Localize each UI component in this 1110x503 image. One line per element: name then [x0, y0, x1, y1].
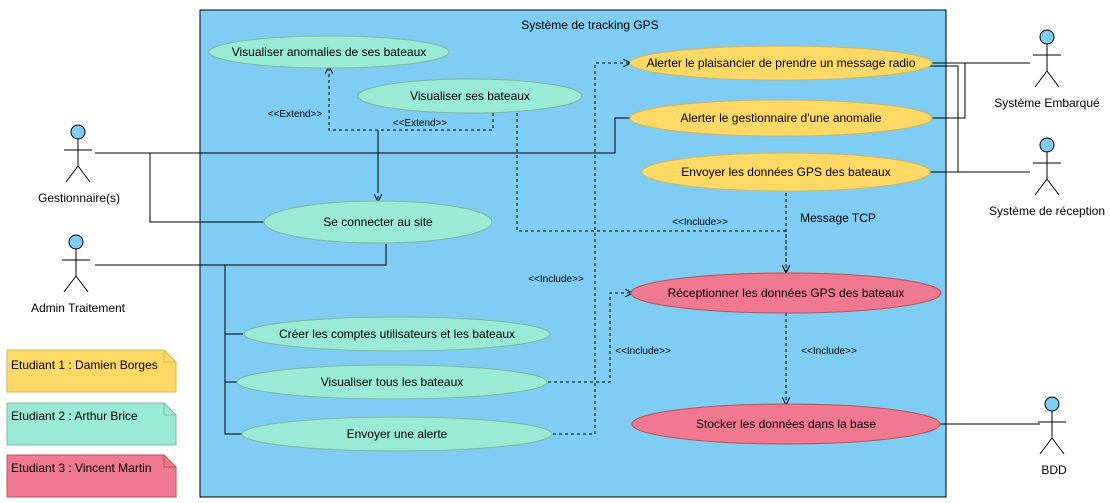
- svg-text:Visualiser anomalies de ses ba: Visualiser anomalies de ses bateaux: [232, 45, 427, 59]
- svg-text:Réceptionner les données GPS d: Réceptionner les données GPS des bateaux: [668, 286, 905, 300]
- actor-gestionnaire[interactable]: [64, 124, 92, 183]
- usecase-receptionner[interactable]: Réceptionner les données GPS des bateaux: [630, 272, 942, 314]
- actor-reception[interactable]: [1033, 137, 1061, 196]
- svg-text:Visualiser ses bateaux: Visualiser ses bateaux: [410, 89, 530, 103]
- svg-text:Etudiant 3 : Vincent Martin: Etudiant 3 : Vincent Martin: [11, 461, 152, 475]
- system-title: Système de tracking GPS: [521, 18, 658, 32]
- actor-bdd[interactable]: [1038, 396, 1066, 455]
- usecase-envoyer-gps[interactable]: Envoyer les données GPS des bateaux: [641, 152, 931, 192]
- include-tous-recep: [548, 293, 632, 383]
- usecase-alerter-plaisancier[interactable]: Alerter le plaisancier de prendre un mes…: [629, 45, 933, 81]
- usecase-creer[interactable]: Créer les comptes utilisateurs et les ba…: [243, 316, 551, 352]
- associations: [95, 62, 1040, 435]
- actor-admin[interactable]: [62, 234, 90, 293]
- extend-label-1: <<Extend>>: [268, 109, 323, 120]
- message-tcp-label: Message TCP: [800, 211, 876, 225]
- assoc-admin-trunk: [95, 264, 243, 435]
- extend-label-2: <<Extend>>: [393, 118, 448, 129]
- actor-embarque[interactable]: [1033, 29, 1061, 88]
- svg-text:Créer les comptes utilisateurs: Créer les comptes utilisateurs et les ba…: [279, 327, 515, 341]
- actor-bdd-label: BDD: [1041, 463, 1067, 477]
- legend-note-1: Etudiant 1 : Damien Borges: [6, 349, 177, 393]
- svg-text:Stocker les données dans la ba: Stocker les données dans la base: [696, 417, 876, 431]
- actor-admin-label: Admin Traitement: [31, 301, 126, 315]
- svg-text:Envoyer une alerte: Envoyer une alerte: [347, 427, 448, 441]
- svg-text:Etudiant 1 : Damien Borges: Etudiant 1 : Damien Borges: [11, 358, 158, 372]
- actor-gestionnaire-label: Gestionnaire(s): [38, 191, 120, 205]
- include-alerte-plaisancier: [553, 63, 630, 435]
- include-label-2: <<Include>>: [528, 274, 584, 285]
- usecase-anomalies[interactable]: Visualiser anomalies de ses bateaux: [208, 35, 450, 69]
- include-ses-bateaux-recep: [516, 113, 786, 272]
- usecase-envoyer-alerte[interactable]: Envoyer une alerte: [241, 416, 553, 452]
- legend-note-2: Etudiant 2 : Arthur Brice: [6, 402, 177, 446]
- svg-text:Envoyer les données GPS des ba: Envoyer les données GPS des bateaux: [681, 165, 890, 179]
- svg-text:Visualiser tous les bateaux: Visualiser tous les bateaux: [321, 375, 464, 389]
- usecase-stocker[interactable]: Stocker les données dans la base: [631, 403, 941, 445]
- dependencies: [329, 63, 786, 435]
- legend-note-3: Etudiant 3 : Vincent Martin: [6, 454, 177, 498]
- svg-text:Alerter le plaisancier de pren: Alerter le plaisancier de prendre un mes…: [647, 56, 916, 70]
- assoc-gestionnaire-alerter: [95, 117, 632, 154]
- include-label-3: <<Include>>: [615, 346, 671, 357]
- include-label-4: <<Include>>: [801, 346, 857, 357]
- usecase-ses-bateaux[interactable]: Visualiser ses bateaux: [357, 78, 583, 114]
- svg-text:Etudiant 2 : Arthur Brice: Etudiant 2 : Arthur Brice: [11, 409, 138, 423]
- usecase-alerter-gestionnaire[interactable]: Alerter le gestionnaire d'une anomalie: [629, 99, 933, 137]
- extend-ses-bateaux: [378, 113, 494, 201]
- svg-text:Alerter le gestionnaire d'une: Alerter le gestionnaire d'une anomalie: [680, 111, 881, 125]
- actor-embarque-label: Système Embarqué: [994, 96, 1100, 110]
- usecase-connecter[interactable]: Se connecter au site: [263, 200, 493, 244]
- assoc-embarque-gestionnaire: [930, 63, 966, 119]
- usecase-tous-bateaux[interactable]: Visualiser tous les bateaux: [236, 364, 548, 400]
- include-label-1: <<Include>>: [672, 217, 728, 228]
- svg-text:Se connecter au site: Se connecter au site: [323, 215, 433, 229]
- actor-reception-label: Système de réception: [989, 204, 1105, 218]
